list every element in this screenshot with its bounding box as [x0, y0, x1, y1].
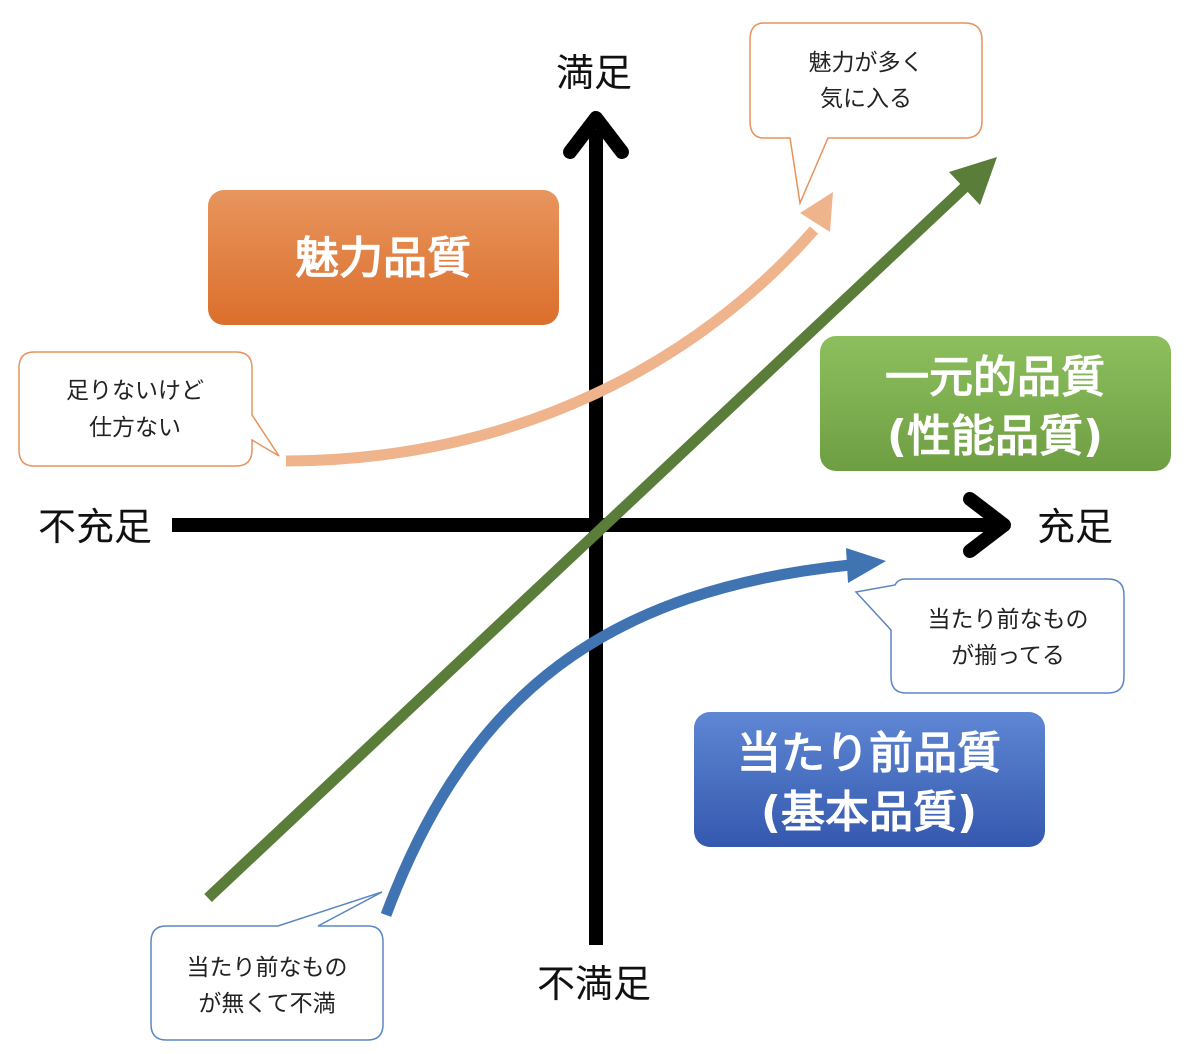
- attractive-quality-label: 魅力品質: [295, 233, 471, 284]
- one-dimensional-quality-line: [204, 182, 969, 903]
- bubble-must-be-low-line1: 当たり前なもの: [187, 955, 348, 981]
- bubble-attractive: [749, 22, 983, 206]
- bubble-must-be-high: [854, 578, 1125, 694]
- must-be-quality-label-line1: 当たり前品質: [737, 728, 1001, 779]
- must-be-quality-label-line2: (基本品質): [761, 787, 977, 838]
- attractive-quality-curve: [285, 226, 819, 467]
- bubble-attractive-low-line1: 足りないけど: [66, 378, 204, 404]
- attractive-quality-arrowhead: [800, 192, 833, 232]
- vertical-axis-arrowhead: [563, 111, 629, 159]
- bubble-must-be-low-line2: が無くて不満: [198, 991, 335, 1017]
- axis-label-fulfilled: 充足: [1037, 505, 1113, 549]
- one-dimensional-quality-label-line2: (性能品質): [887, 411, 1103, 462]
- bubble-attractive-line2: 気に入る: [820, 86, 912, 112]
- must-be-quality-arrowhead: [846, 548, 886, 583]
- one-dimensional-quality-label-line1: 一元的品質: [885, 352, 1105, 403]
- bubble-attractive-low: [18, 351, 280, 467]
- axis-label-satisfied: 満足: [556, 51, 632, 95]
- one-dimensional-quality-arrowhead: [949, 157, 997, 205]
- must-be-quality-curve: [380, 559, 851, 917]
- bubble-must-be-high-line2: が揃ってる: [951, 643, 1065, 669]
- axis-label-dissatisfied: 不満足: [537, 962, 651, 1006]
- bubble-attractive-low-line2: 仕方ない: [89, 415, 181, 441]
- bubble-must-be-low: [150, 891, 384, 1041]
- horizontal-axis-arrowhead: [963, 492, 1011, 558]
- bubble-must-be-high-line1: 当たり前なもの: [928, 607, 1089, 633]
- one-dimensional-quality-box: [820, 336, 1171, 471]
- must-be-quality-box: [694, 712, 1045, 847]
- attractive-quality-box: [208, 190, 559, 325]
- bubble-attractive-line1: 魅力が多く: [809, 50, 924, 76]
- axis-label-not-fulfilled: 不充足: [38, 505, 152, 549]
